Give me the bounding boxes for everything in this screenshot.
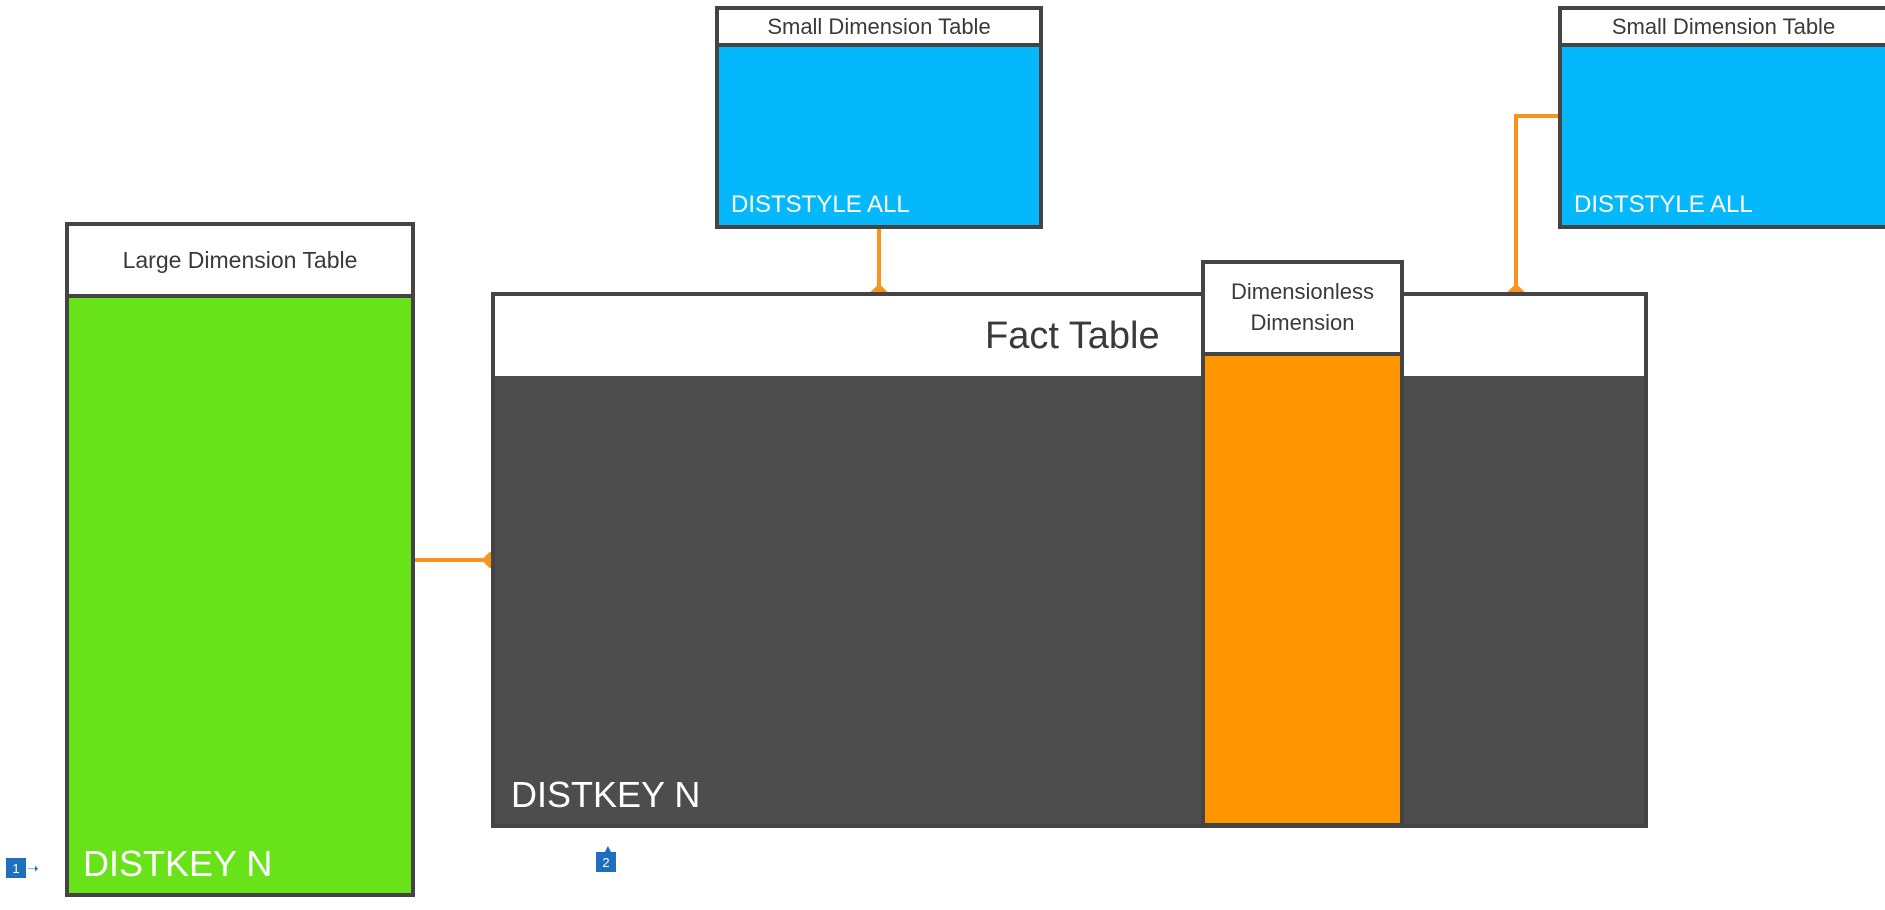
- slide-marker-2[interactable]: ▲ 2: [596, 842, 618, 872]
- marker-1-badge: 1: [6, 858, 26, 878]
- fact-table-title: Fact Table: [491, 292, 1648, 376]
- slide-marker-1[interactable]: 1 ➝: [6, 858, 39, 880]
- marker-2-label: 2: [602, 854, 610, 870]
- large-dimension-table: Large Dimension Table DISTKEY N: [65, 222, 415, 897]
- fact-table-body: DISTKEY N: [491, 376, 1648, 828]
- marker-1-label: 1: [12, 860, 20, 876]
- large-dimension-distkey: DISTKEY N: [83, 843, 273, 884]
- small-dimension-table-1: Small Dimension Table DISTSTYLE ALL: [715, 6, 1043, 229]
- small-dimension-2-body: DISTSTYLE ALL: [1562, 47, 1885, 225]
- dimensionless-dimension-table: Dimensionless Dimension: [1201, 260, 1404, 827]
- small-dimension-2-diststyle: DISTSTYLE ALL: [1574, 191, 1753, 218]
- fact-table: Fact Table DISTKEY N: [491, 292, 1648, 828]
- dimensionless-title-line1: Dimensionless: [1230, 279, 1375, 305]
- connector-small1-to-fact: [870, 229, 888, 301]
- dimensionless-dimension-title: Dimensionless Dimension: [1205, 264, 1400, 356]
- marker-2-badge: 2: [596, 852, 616, 872]
- dimensionless-dimension-body: [1205, 356, 1400, 823]
- connector-small2-to-fact: [1507, 114, 1560, 301]
- small-dimension-2-title: Small Dimension Table: [1562, 10, 1885, 47]
- dimensionless-title-line2: Dimension: [1250, 310, 1355, 335]
- arrow-right-icon: ➝: [27, 860, 39, 876]
- large-dimension-title: Large Dimension Table: [69, 226, 411, 298]
- large-dimension-body: DISTKEY N: [69, 298, 411, 893]
- small-dimension-1-title: Small Dimension Table: [719, 10, 1039, 47]
- small-dimension-table-2: Small Dimension Table DISTSTYLE ALL: [1558, 6, 1885, 229]
- fact-table-distkey: DISTKEY N: [511, 774, 701, 815]
- connector-large-to-fact: [415, 551, 499, 569]
- small-dimension-1-diststyle: DISTSTYLE ALL: [731, 191, 910, 218]
- small-dimension-1-body: DISTSTYLE ALL: [719, 47, 1039, 225]
